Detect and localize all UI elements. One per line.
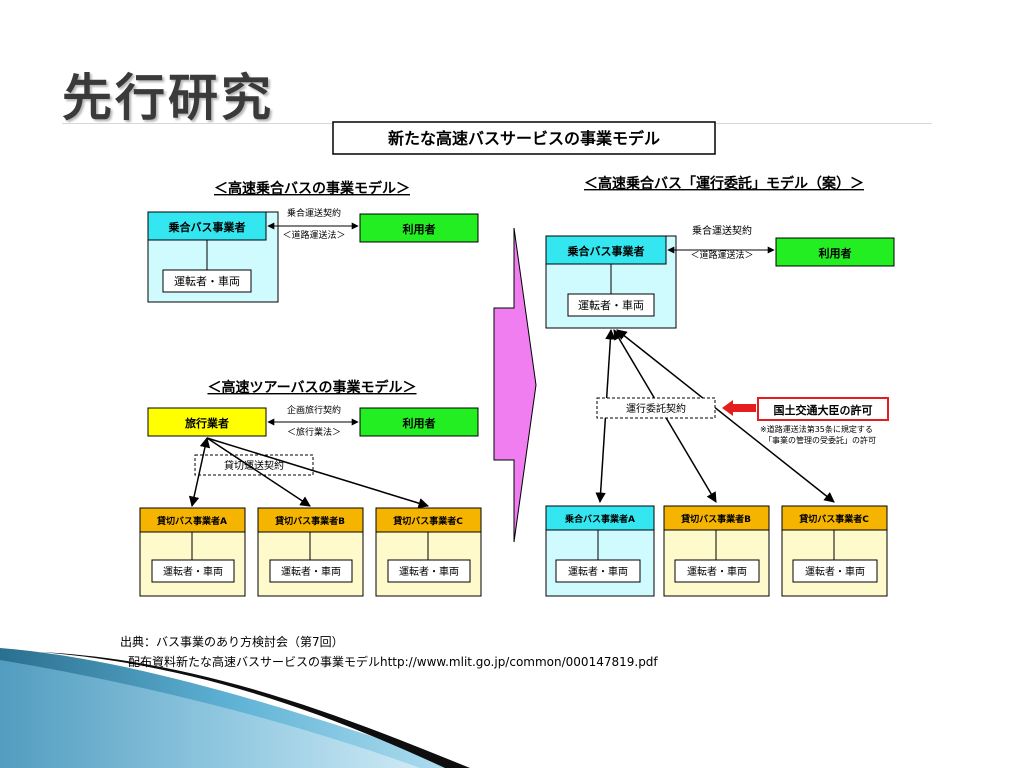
- right-user-label: 利用者: [819, 246, 852, 260]
- transition-arrow: [493, 227, 537, 543]
- delegation-contract-label: 運行委託契約: [626, 402, 686, 415]
- right-operator-b-resource: 運転者・車両: [687, 565, 747, 578]
- right-heading: ＜高速乗合バス「運行委託」モデル（案）＞: [584, 175, 864, 192]
- right-resource-box: [567, 293, 655, 317]
- right-operator-label: 乗合バス事業者: [568, 244, 645, 258]
- right-operator-c-resource: 運転者・車両: [805, 565, 865, 578]
- tour-operator-box: [147, 407, 267, 437]
- charter-b-label: 貸切バス事業者B: [275, 515, 345, 527]
- citation-line2: 配布資料新たな高速バスサービスの事業モデルhttp://www.mlit.go.…: [128, 655, 658, 669]
- charter-b-arrow: [206, 437, 311, 507]
- left-top-resource-label: 運転者・車両: [174, 274, 240, 288]
- permit-arrow: [722, 400, 756, 416]
- left-top-user-label: 利用者: [403, 222, 436, 236]
- left-bottom-user-box: [359, 407, 479, 437]
- left-top-operator-label: 乗合バス事業者: [169, 220, 246, 234]
- left-top-law-label: ＜道路運送法＞: [282, 229, 345, 241]
- left-top-resource-box: [162, 269, 252, 293]
- tour-operator-label: 旅行業者: [185, 416, 229, 430]
- charter-contract-label: 貸切運送契約: [224, 459, 284, 472]
- right-operator-c: 貸切バス事業者C 運転者・車両: [781, 505, 888, 597]
- slide-title: 先行研究: [62, 69, 274, 127]
- permit-note-line2: 「事業の管理の受委託」の許可: [764, 435, 876, 445]
- left-bottom-law-label: ＜旅行業法＞: [287, 426, 341, 438]
- right-operator-b: 貸切バス事業者B 運転者・車両: [663, 505, 770, 597]
- right-operator-b-label: 貸切バス事業者B: [681, 513, 751, 525]
- diagram-title-box: [332, 121, 716, 155]
- right-contract-label: 乗合運送契約: [692, 224, 752, 237]
- right-operator-a-label: 乗合バス事業者A: [565, 513, 635, 525]
- charter-a-resource: 運転者・車両: [163, 565, 223, 578]
- permit-label: 国土交通大臣の許可: [774, 403, 873, 417]
- charter-a-label: 貸切バス事業者A: [157, 515, 227, 527]
- delegation-contract-box: [596, 397, 716, 419]
- charter-b-resource: 運転者・車両: [281, 565, 341, 578]
- left-bottom-contract-label: 企画旅行契約: [287, 404, 341, 416]
- charter-operator-b: 貸切バス事業者B 運転者・車両: [257, 507, 364, 597]
- right-operator-c-label: 貸切バス事業者C: [799, 513, 869, 525]
- right-operator-a-resource: 運転者・車両: [568, 565, 628, 578]
- charter-operator-a: 貸切バス事業者A 運転者・車両: [139, 507, 246, 597]
- permit-box: [757, 397, 889, 421]
- charter-operator-c: 貸切バス事業者C 運転者・車両: [375, 507, 482, 597]
- right-operator-a: 乗合バス事業者A 運転者・車両: [545, 505, 655, 597]
- left-top-contract-label: 乗合運送契約: [287, 207, 341, 219]
- delegation-c-arrow: [616, 329, 835, 503]
- right-resource-label: 運転者・車両: [578, 298, 644, 312]
- right-law-label: ＜道路運送法＞: [690, 249, 753, 261]
- left-top-user-box: [359, 213, 479, 243]
- left-bottom-heading: ＜高速ツアーバスの事業モデル＞: [207, 379, 416, 396]
- left-bottom-user-label: 利用者: [403, 416, 436, 430]
- charter-a-arrow: [188, 436, 211, 508]
- decorative-swoosh: [0, 648, 470, 768]
- charter-c-arrow: [206, 437, 430, 509]
- citation-line1: 出典：バス事業のあり方検討会（第7回）: [120, 635, 344, 649]
- left-top-heading: ＜高速乗合バスの事業モデル＞: [214, 180, 410, 197]
- left-top-operator-box: [147, 211, 267, 241]
- right-operator-box: [545, 235, 667, 265]
- diagram-title: 新たな高速バスサービスの事業モデル: [388, 129, 660, 148]
- permit-note-line1: ※道路運送法第35条に規定する: [760, 424, 873, 434]
- right-user-box: [775, 237, 895, 267]
- charter-c-label: 貸切バス事業者C: [393, 515, 463, 527]
- charter-c-resource: 運転者・車両: [399, 565, 459, 578]
